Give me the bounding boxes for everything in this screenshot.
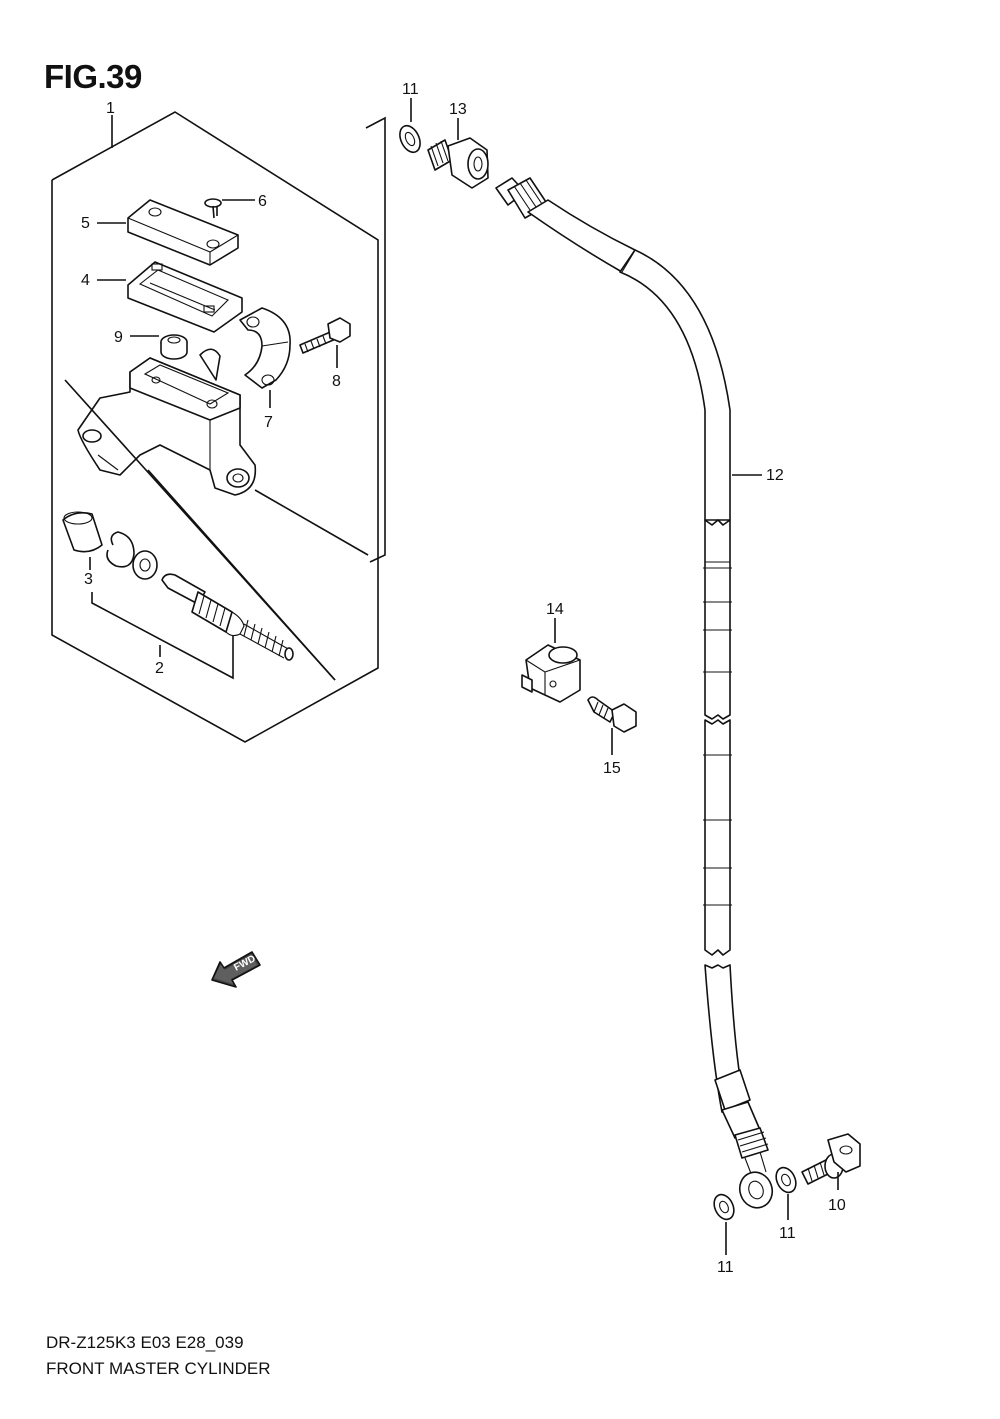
callout-7: 7 xyxy=(264,414,273,431)
piston-rod[interactable] xyxy=(161,573,294,661)
fwd-arrow-icon: FWD xyxy=(211,951,261,988)
piston-boot[interactable] xyxy=(62,511,103,553)
clamp-bolt[interactable] xyxy=(299,317,351,354)
washer-bottom-left[interactable] xyxy=(710,1191,737,1222)
callout-9: 9 xyxy=(114,329,123,346)
callout-5: 5 xyxy=(81,215,90,232)
model-code: DR-Z125K3 E03 E28_039 xyxy=(46,1333,244,1352)
callout-15: 15 xyxy=(603,760,621,777)
brake-hose[interactable] xyxy=(495,177,777,1212)
union-bolt[interactable] xyxy=(427,137,489,189)
piston-washer[interactable] xyxy=(132,550,158,580)
circlip[interactable] xyxy=(106,531,135,568)
callout-11-bottom-right: 11 xyxy=(779,1225,796,1242)
assembly-frame xyxy=(51,111,386,743)
washer-top[interactable] xyxy=(396,123,424,156)
callout-12: 12 xyxy=(766,467,784,484)
callout-4: 4 xyxy=(81,272,90,289)
reservoir-cap[interactable] xyxy=(127,199,239,266)
callout-8: 8 xyxy=(332,373,341,390)
hose-clamp[interactable] xyxy=(521,644,581,703)
hose-clamp-bolt[interactable] xyxy=(587,696,637,733)
handlebar-clamp[interactable] xyxy=(239,307,291,389)
master-cylinder-body[interactable] xyxy=(77,348,257,496)
diaphragm-plate[interactable] xyxy=(127,261,243,333)
callout-11-bottom-left: 11 xyxy=(717,1259,734,1276)
callout-6: 6 xyxy=(258,193,267,210)
cap-screw[interactable] xyxy=(204,198,222,219)
union-bolt-lower[interactable] xyxy=(801,1133,861,1185)
figure-name: FRONT MASTER CYLINDER xyxy=(46,1359,271,1378)
washer-bottom-right[interactable] xyxy=(772,1164,799,1195)
callout-14: 14 xyxy=(546,601,564,618)
callout-11-top: 11 xyxy=(402,81,419,98)
callout-10: 10 xyxy=(828,1197,846,1214)
figure-title: FIG.39 xyxy=(44,58,142,95)
callout-13: 13 xyxy=(449,101,467,118)
reservoir-plug[interactable] xyxy=(160,334,188,360)
callout-2: 2 xyxy=(155,660,164,677)
callout-1: 1 xyxy=(106,100,115,117)
callout-3: 3 xyxy=(84,571,93,588)
